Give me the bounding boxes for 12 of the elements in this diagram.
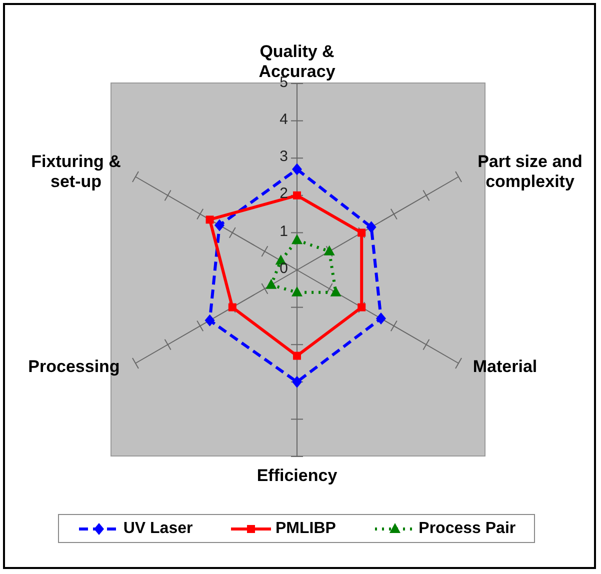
legend-label: Process Pair: [418, 520, 516, 538]
axis-label: Part size and complexity: [476, 152, 584, 192]
tick-label: 3: [280, 149, 288, 166]
axis-label: Material: [472, 357, 538, 377]
tick-label: 4: [280, 112, 288, 128]
axis-label: Processing: [27, 357, 121, 377]
tick-label: 0: [280, 261, 288, 277]
legend-label: PMLIBP: [275, 520, 336, 538]
legend-label: UV Laser: [123, 520, 193, 538]
tick-label: 1: [280, 224, 288, 240]
axis-label: Fixturing & set-up: [30, 152, 122, 192]
axis-label: Efficiency: [256, 466, 338, 486]
